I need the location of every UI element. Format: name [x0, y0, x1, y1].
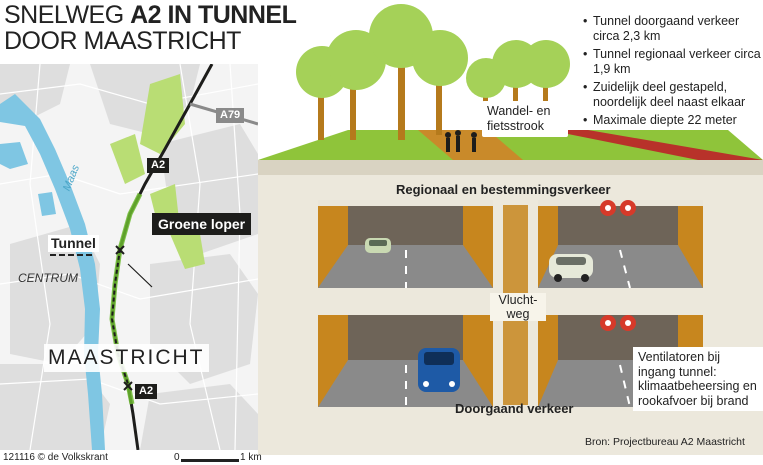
lane-markings — [405, 249, 631, 408]
ventilation-fans-upper — [600, 200, 636, 216]
page-subtitle: DOOR MAASTRICHT — [4, 27, 241, 55]
credit-line: 121116 © de Volkskrant — [3, 452, 108, 463]
scale-zero-label: 0 — [174, 452, 180, 463]
city-label: MAASTRICHT — [44, 344, 209, 372]
footpath-label: Wandel- en fietsstrook — [482, 101, 568, 137]
ventilation-fans-lower — [600, 315, 636, 331]
grass-surface — [258, 130, 763, 160]
river-maas — [0, 94, 105, 450]
footpath-strip — [418, 130, 523, 160]
road-strip-surface — [548, 130, 763, 160]
scale-bar — [181, 459, 239, 462]
groene-loper-label: Groene loper — [152, 213, 252, 235]
pedestrians — [445, 130, 477, 152]
tunnel-dashed-route — [110, 248, 129, 385]
tunnel-legend-label: Tunnel — [48, 235, 99, 252]
tunnel-lower-left — [318, 315, 493, 407]
ventilation-label: Ventilatoren bij ingang tunnel: klimaatb… — [633, 347, 763, 411]
page-title: SNELWEG A2 IN TUNNEL — [4, 1, 297, 29]
car-upper-left — [365, 238, 391, 253]
scale-km-label: 1 km — [240, 452, 262, 463]
concrete-block-shade — [258, 160, 763, 175]
fact-item: Tunnel regionaal verkeer circa 1,9 km — [583, 47, 763, 77]
trees — [296, 4, 570, 140]
road-shield-a79: A79 — [216, 108, 245, 123]
regional-traffic-label: Regionaal en bestemmingsverkeer — [396, 182, 611, 197]
source-line: Bron: Projectbureau A2 Maastricht — [585, 436, 745, 448]
escape-route-label: Vlucht-weg — [490, 293, 546, 321]
road-shield-a2-north: A2 — [147, 158, 170, 173]
tunnel-upper-right — [538, 200, 703, 288]
tunnel-legend-line — [50, 254, 92, 256]
centrum-label: CENTRUM — [18, 271, 78, 285]
tunnel-entrance-markers — [115, 245, 133, 391]
fact-item: Maximale diepte 22 meter — [583, 113, 763, 128]
road-shield-a2-south: A2 — [135, 384, 158, 399]
tunnel-upper-left — [318, 200, 493, 288]
through-traffic-label: Doorgaand verkeer — [455, 401, 574, 416]
facts-list: Tunnel doorgaand verkeer circa 2,3 km Tu… — [583, 14, 763, 131]
groene-loper-leader — [127, 263, 153, 288]
title-light: SNELWEG — [4, 1, 131, 29]
car-lower-left — [418, 348, 460, 392]
car-upper-right — [549, 254, 593, 282]
fact-item: Tunnel doorgaand verkeer circa 2,3 km — [583, 14, 763, 44]
fact-item: Zuidelijk deel gestapeld, noordelijk dee… — [583, 80, 763, 110]
title-bold: A2 IN TUNNEL — [130, 1, 297, 29]
